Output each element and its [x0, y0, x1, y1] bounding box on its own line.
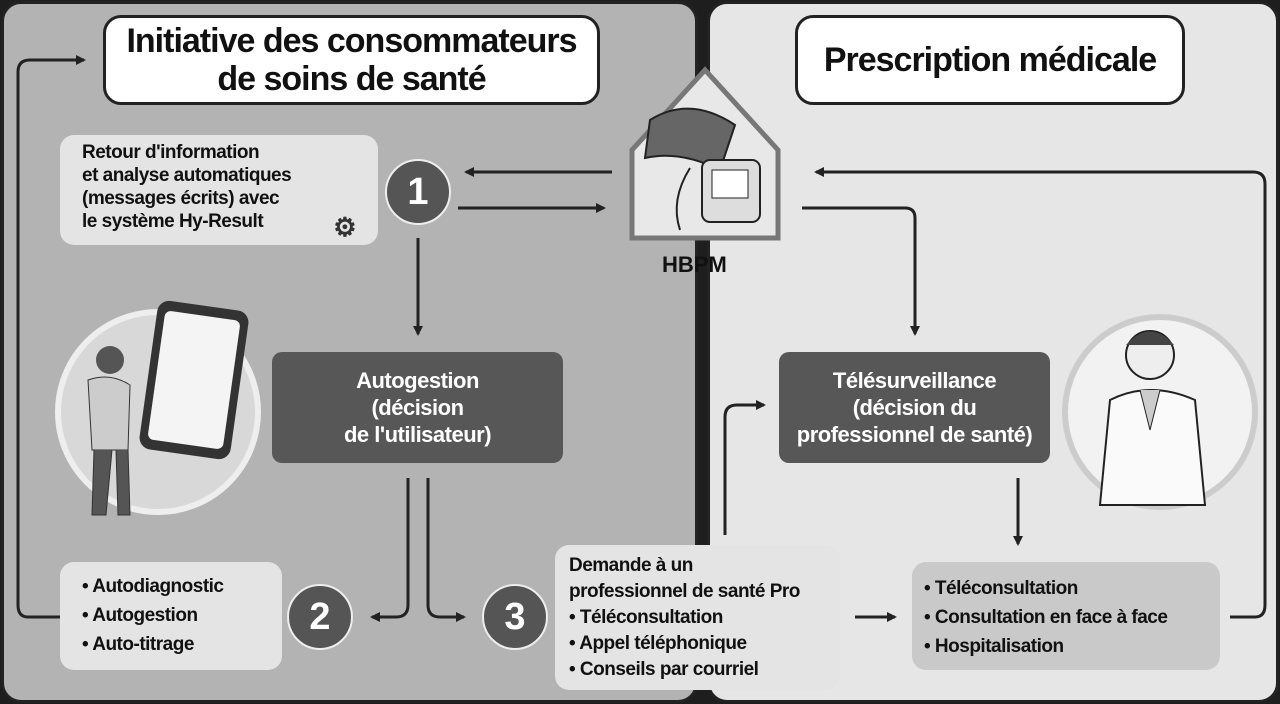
doctor-illustration [1098, 330, 1207, 506]
request-line: Demande à un [569, 555, 693, 576]
arrow-to-step2 [370, 478, 410, 622]
consumer-initiative-title: Initiative des consommateurs de soins de… [103, 15, 600, 105]
arrow-care-loop-to-monitor [814, 167, 1267, 619]
box-line: (décision [371, 395, 464, 420]
option-item: • Consultation en face à face [924, 607, 1168, 628]
option-item: • Autodiagnostic [82, 576, 224, 597]
arrow-monitor-to-telemonitoring [802, 206, 920, 336]
gear-cycle-icon: ⚙ [333, 212, 356, 242]
self-options-box: • Autodiagnostic • Autogestion • Auto-ti… [60, 562, 282, 670]
arrow-request-to-telemonitoring [723, 400, 766, 535]
request-line: • Téléconsultation [569, 607, 723, 628]
arrow-to-step3 [426, 478, 466, 622]
request-line: • Conseils par courriel [569, 659, 759, 680]
info-line: (messages écrits) avec [82, 188, 280, 209]
box-line: Télésurveillance [832, 368, 997, 393]
automatic-feedback-box: Retour d'information et analyse automati… [60, 135, 378, 245]
hbpm-label: HBPM [662, 252, 727, 277]
step-2-badge: 2 [287, 584, 353, 650]
step-1-badge: 1 [385, 159, 451, 225]
care-options-box: • Téléconsultation • Consultation en fac… [912, 562, 1220, 670]
info-line: le système Hy-Result [82, 211, 264, 232]
box-line: Autogestion [356, 368, 479, 393]
title-line: de soins de santé [217, 60, 486, 98]
option-item: • Téléconsultation [924, 578, 1078, 599]
option-item: • Autogestion [82, 605, 198, 626]
user-with-phone-illustration [87, 300, 249, 516]
option-item: • Auto-titrage [82, 634, 194, 655]
option-item: • Hospitalisation [924, 636, 1064, 657]
box-line: de l'utilisateur) [343, 422, 492, 447]
title-line: Initiative des consommateurs [126, 22, 577, 60]
telemonitoring-box: Télésurveillance (décision du profession… [779, 352, 1050, 463]
box-line: (décision du [852, 395, 977, 420]
professional-request-box: Demande à un professionnel de santé Pro … [555, 545, 840, 690]
request-line: professionnel de santé Pro [569, 581, 800, 602]
step-3-badge: 3 [482, 584, 548, 650]
box-line: professionnel de santé) [796, 422, 1033, 447]
arrow-self-loop-to-title [16, 55, 86, 619]
request-line: • Appel téléphonique [569, 633, 747, 654]
self-management-box: Autogestion (décision de l'utilisateur) [272, 352, 563, 463]
info-line: Retour d'information [82, 142, 260, 163]
medical-prescription-title: Prescription médicale [795, 15, 1185, 105]
home-bp-monitor-icon [629, 66, 781, 241]
info-line: et analyse automatiques [82, 165, 292, 186]
